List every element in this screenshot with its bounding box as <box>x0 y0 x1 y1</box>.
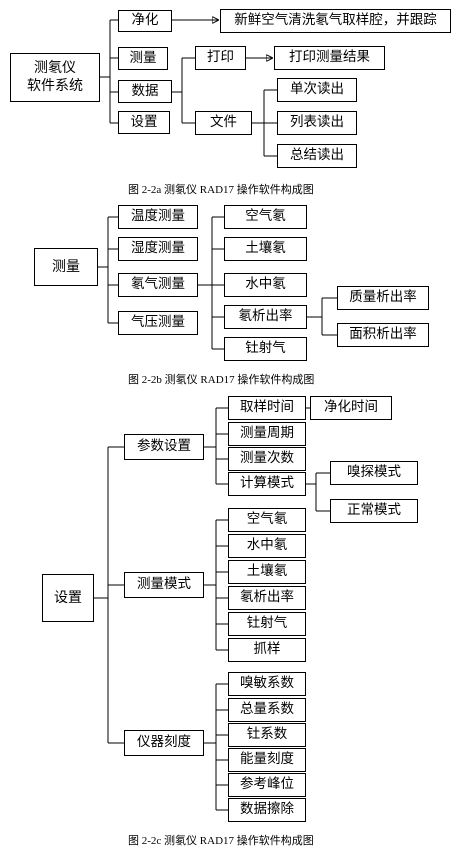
node-data: 数据 <box>118 80 172 103</box>
node-calculation-mode: 计算模式 <box>228 472 306 496</box>
node-water-radon: 水中氡 <box>224 273 307 297</box>
node-mode-exhalation-rate: 氡析出率 <box>228 586 306 610</box>
root-node-measure: 测量 <box>34 248 98 286</box>
caption-fig-b: 图 2-2b 测氡仪 RAD17 操作软件构成图 <box>128 374 315 386</box>
node-humidity: 湿度测量 <box>118 237 198 261</box>
node-measurement-period: 测量周期 <box>228 422 306 446</box>
node-energy-calibration: 能量刻度 <box>228 748 306 772</box>
node-print-results: 打印测量结果 <box>274 46 385 70</box>
node-mode-thoron: 钍射气 <box>228 612 306 636</box>
node-mass-exhalation: 质量析出率 <box>337 286 429 310</box>
node-measurement-mode: 测量模式 <box>124 572 204 598</box>
node-mode-soil-radon: 土壤氡 <box>228 560 306 584</box>
node-data-erase: 数据擦除 <box>228 798 306 822</box>
node-mode-air-radon: 空气氡 <box>228 508 306 532</box>
node-pressure: 气压测量 <box>118 311 198 335</box>
node-thorium-coefficient: 钍系数 <box>228 723 306 747</box>
node-single-read: 单次读出 <box>277 78 357 102</box>
node-exhalation-rate: 氡析出率 <box>224 305 307 329</box>
node-normal-mode: 正常模式 <box>330 499 418 523</box>
node-area-exhalation: 面积析出率 <box>337 323 429 347</box>
node-sniff-mode: 嗅探模式 <box>330 461 418 485</box>
node-purge-time: 净化时间 <box>310 396 392 420</box>
node-print: 打印 <box>195 46 246 70</box>
caption-fig-c: 图 2-2c 测氡仪 RAD17 操作软件构成图 <box>128 835 314 847</box>
node-file: 文件 <box>195 111 252 135</box>
node-purge-description: 新鲜空气清洗氡气取样腔，并跟踪 <box>220 9 451 33</box>
node-soil-radon: 土壤氡 <box>224 237 307 261</box>
node-thoron: 钍射气 <box>224 337 307 361</box>
node-mode-grab-sample: 抓样 <box>228 638 306 662</box>
node-parameter-settings: 参数设置 <box>124 434 204 460</box>
node-mode-water-radon: 水中氡 <box>228 534 306 558</box>
node-settings: 设置 <box>118 111 170 134</box>
node-list-read: 列表读出 <box>277 111 357 135</box>
node-radon: 氡气测量 <box>118 273 198 297</box>
node-total-coefficient: 总量系数 <box>228 698 306 722</box>
root-node-software-system: 测氡仪软件系统 <box>10 53 100 102</box>
node-reference-peak: 参考峰位 <box>228 773 306 797</box>
node-calibration: 仪器刻度 <box>124 730 204 756</box>
node-air-radon: 空气氡 <box>224 205 307 229</box>
caption-fig-a: 图 2-2a 测氡仪 RAD17 操作软件构成图 <box>128 184 314 196</box>
node-summary-read: 总结读出 <box>277 144 357 168</box>
root-node-settings: 设置 <box>42 574 94 622</box>
node-purge: 净化 <box>118 10 172 32</box>
node-sampling-time: 取样时间 <box>228 396 306 420</box>
node-sniff-coefficient: 嗅敏系数 <box>228 672 306 696</box>
node-measure: 测量 <box>118 47 168 70</box>
node-measurement-count: 测量次数 <box>228 447 306 471</box>
node-temperature: 温度测量 <box>118 205 198 229</box>
